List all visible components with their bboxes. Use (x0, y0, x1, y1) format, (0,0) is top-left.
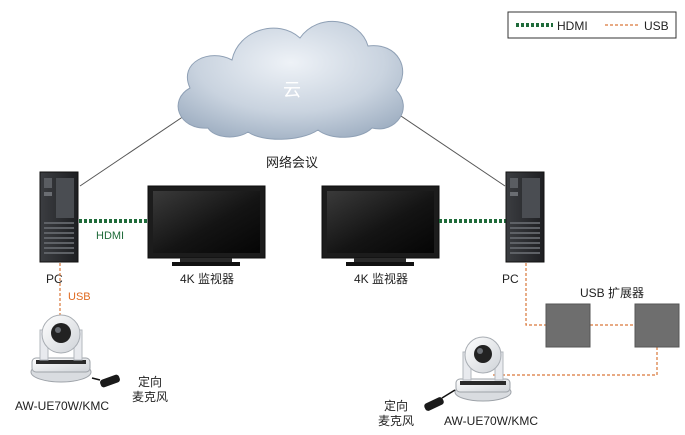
network-line-left (79, 111, 191, 187)
usb-cable-hub-to-camera (493, 347, 658, 376)
usb-extender-box-2 (634, 303, 680, 348)
usb-extender-box-1 (545, 303, 591, 348)
cloud-label: 云 (283, 80, 301, 100)
pc-left-label: PC (46, 272, 63, 286)
hdmi-label-left: HDMI (96, 230, 124, 242)
microphone-right-icon (424, 389, 456, 411)
mic-left-label-line1: 定向 (138, 374, 162, 389)
ptz-camera-right-icon (454, 336, 512, 402)
cloud-icon: 云 (177, 20, 404, 140)
monitor-left-label: 4K 监视器 (180, 271, 234, 286)
network-conference-label: 网络会议 (266, 155, 318, 170)
camera-left-label: AW-UE70W/KMC (15, 399, 109, 413)
microphone-left-icon (91, 374, 120, 388)
monitor-left (147, 185, 266, 266)
mic-right-label-line2: 麦克风 (378, 414, 414, 428)
camera-right-label: AW-UE70W/KMC (444, 414, 538, 428)
pc-right (505, 171, 545, 263)
usb-cable-pc-to-hub (525, 263, 546, 326)
pc-right-label: PC (502, 272, 519, 286)
legend: HDMI USB (507, 11, 677, 39)
network-line-right (394, 111, 506, 187)
ptz-camera-left-icon (30, 314, 92, 383)
usb-label-left: USB (68, 291, 91, 303)
mic-right-label-line1: 定向 (384, 398, 408, 413)
legend-usb-label: USB (644, 19, 669, 33)
monitor-right-label: 4K 监视器 (354, 271, 408, 286)
pc-left (39, 171, 79, 263)
legend-hdmi-label: HDMI (557, 19, 588, 33)
usb-extender-label: USB 扩展器 (580, 286, 644, 300)
mic-left-label-line2: 麦克风 (132, 390, 168, 404)
monitor-right (321, 185, 440, 266)
